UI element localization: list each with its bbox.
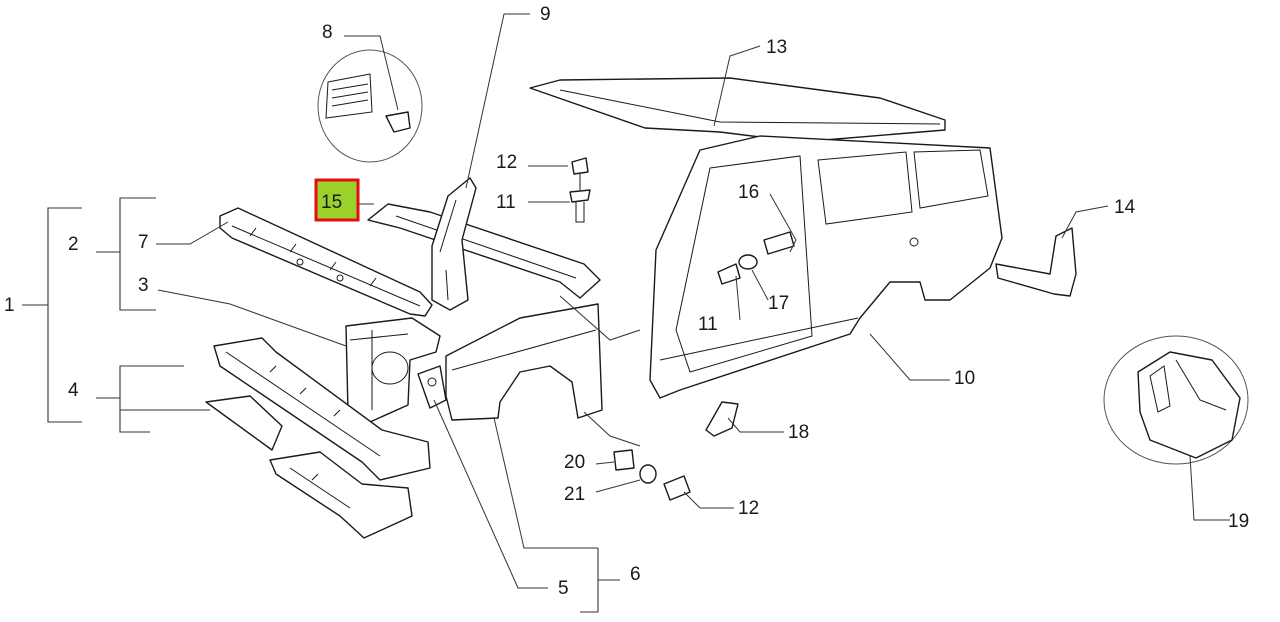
lower-crossmember-upper [213,337,431,481]
headlamp-panel [345,317,441,423]
callout-17: 17 [768,293,789,314]
callouts: 1 2 3 4 5 6 7 8 9 10 11 11 12 12 13 14 1… [4,4,1249,599]
highlight-box [314,178,360,222]
callout-1: 1 [4,295,15,316]
callout-6: 6 [630,564,641,585]
front-wing [417,303,603,421]
callout-4: 4 [68,380,79,401]
lower-crossmember-lower [205,395,413,539]
detail-19 [1103,335,1249,465]
leader-lines [156,13,1230,589]
detail-8 [317,49,423,163]
bracket-18 [705,401,739,437]
callout-15-highlight[interactable] [314,178,360,222]
callout-5: 5 [558,578,569,599]
callout-2: 2 [68,234,79,255]
body-side [529,77,1003,399]
callout-12-lower: 12 [738,498,759,519]
callout-16: 16 [738,182,759,203]
fasteners [569,157,795,501]
callout-3: 3 [138,275,149,296]
callout-14: 14 [1114,197,1136,218]
callout-10: 10 [954,368,975,389]
callout-7: 7 [138,232,149,253]
upper-crossmember [219,207,433,317]
callout-21: 21 [564,484,585,505]
callout-9: 9 [540,4,551,25]
callout-12-upper: 12 [496,152,517,173]
callout-18: 18 [788,422,809,443]
callout-11-lower: 11 [698,314,718,335]
front-pillar-inner [431,177,477,311]
callout-13: 13 [766,37,787,58]
callout-19: 19 [1228,511,1249,532]
callout-15: 15 [321,192,342,213]
callout-20: 20 [564,452,585,473]
rear-sill [995,227,1077,297]
callout-11-upper: 11 [496,192,516,213]
callout-8: 8 [322,22,333,43]
group-brackets [22,197,620,613]
